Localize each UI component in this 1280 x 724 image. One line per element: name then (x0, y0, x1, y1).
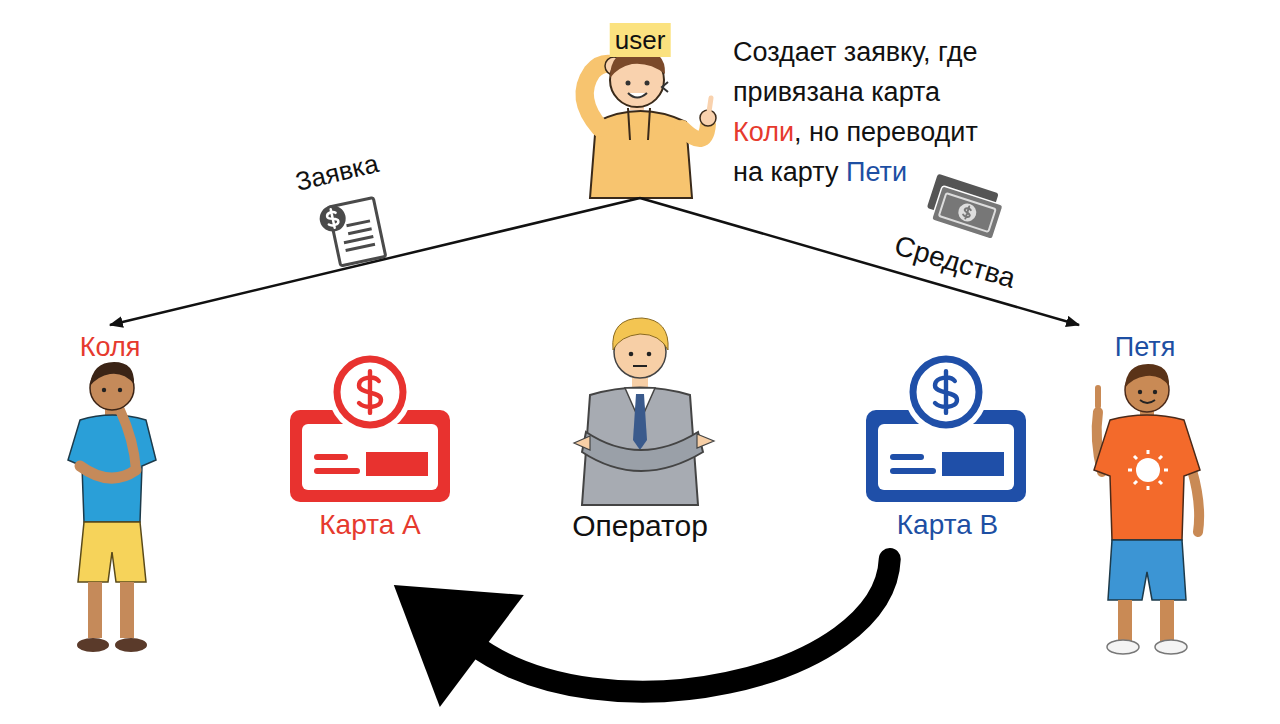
note-fragment: Пети (846, 157, 907, 187)
kolya-figure (68, 362, 156, 652)
note-line: на карту Пети (733, 152, 978, 192)
node-label: Карта B (897, 507, 998, 543)
connector-line (640, 198, 1079, 325)
note-fragment: , но переводит (794, 117, 978, 147)
petya-figure (1094, 364, 1200, 654)
user-figure (585, 50, 716, 198)
connector-line (110, 198, 640, 325)
curved-arrow (394, 559, 890, 707)
note-line: Создает заявку, где (733, 32, 978, 72)
user-label: user (565, 15, 715, 198)
edge-label: Средства (890, 229, 1018, 296)
node-label: Коля (80, 330, 141, 365)
card-a: Карта A (285, 355, 455, 545)
card-a-icon (290, 350, 450, 502)
edge-label: Заявка (292, 148, 381, 198)
node-label: user (610, 23, 671, 57)
person-kolya: Коля (55, 328, 165, 658)
note-line: привязана карта (733, 72, 978, 112)
document-icon (317, 197, 385, 269)
operator: Оператор (560, 315, 720, 547)
note-line: Коли, но переводит (733, 112, 978, 152)
curved-arrow-body (472, 559, 890, 692)
money-icon (924, 174, 1007, 240)
card-b-icon (866, 350, 1026, 502)
node-label: Карта A (319, 507, 420, 543)
node-label: Оператор (572, 506, 708, 545)
node-label: Петя (1115, 330, 1176, 365)
note-fragment: Коли (733, 117, 794, 147)
person-petya: Петя (1070, 328, 1220, 658)
note-fragment: Создает заявку, где (733, 37, 977, 67)
note-fragment: привязана карта (733, 77, 940, 107)
card-b: Карта B (860, 355, 1035, 545)
note-text: Создает заявку, где привязана картаКоли, … (733, 32, 978, 192)
operator-figure (574, 318, 714, 505)
curved-arrow-head (394, 585, 524, 707)
note-fragment: на карту (733, 157, 838, 187)
